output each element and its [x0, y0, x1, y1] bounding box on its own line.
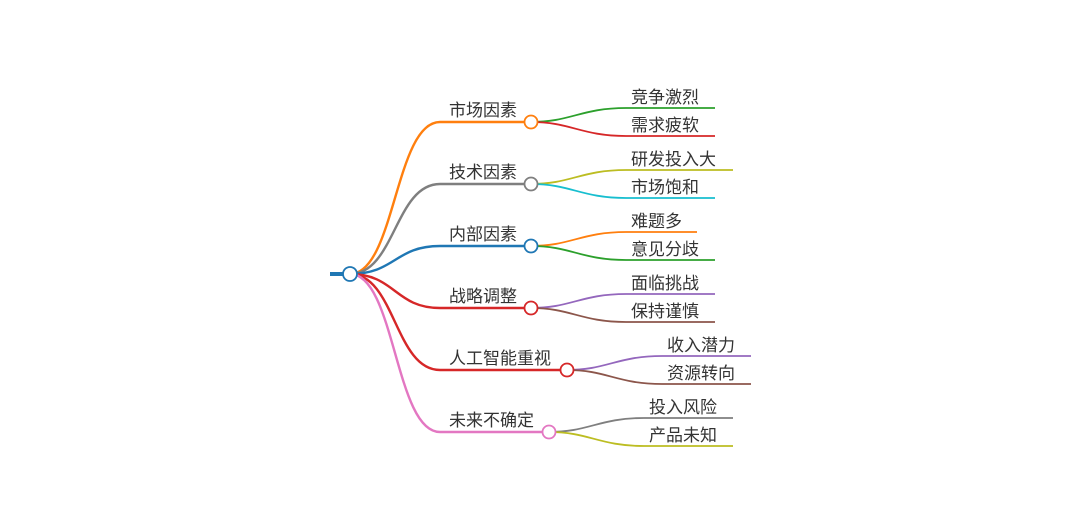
- branch-node-toggle[interactable]: [523, 176, 539, 192]
- branch-label[interactable]: 市场因素: [449, 101, 517, 121]
- branch-label[interactable]: 技术因素: [449, 163, 517, 183]
- branch-node-toggle[interactable]: [559, 362, 575, 378]
- branch-edge: [349, 120, 524, 276]
- leaf-edge: [530, 307, 715, 323]
- leaf-label[interactable]: 难题多: [631, 212, 682, 232]
- branch-edge: [349, 244, 524, 276]
- branch-node-toggle[interactable]: [523, 114, 539, 130]
- leaf-edge: [566, 369, 751, 385]
- leaf-edge: [530, 293, 715, 309]
- root-node[interactable]: [342, 266, 358, 282]
- leaf-label[interactable]: 市场饱和: [631, 178, 699, 198]
- leaf-label[interactable]: 需求疲软: [631, 116, 699, 136]
- leaf-edge: [530, 169, 733, 185]
- branch-edge: [349, 272, 542, 434]
- leaf-edge: [530, 107, 715, 123]
- leaf-edge: [530, 231, 697, 247]
- leaf-label[interactable]: 面临挑战: [631, 274, 699, 294]
- branch-label[interactable]: 人工智能重视: [449, 349, 551, 369]
- leaf-label[interactable]: 收入潜力: [667, 336, 735, 356]
- branch-label[interactable]: 战略调整: [449, 287, 517, 307]
- branch-label[interactable]: 内部因素: [449, 225, 517, 245]
- branch-label[interactable]: 未来不确定: [449, 411, 534, 431]
- branch-node-toggle[interactable]: [523, 238, 539, 254]
- branch-edge: [349, 272, 560, 372]
- branch-node-toggle[interactable]: [541, 424, 557, 440]
- leaf-label[interactable]: 保持谨慎: [631, 302, 699, 322]
- leaf-edge: [530, 245, 715, 261]
- leaf-label[interactable]: 意见分歧: [631, 240, 699, 260]
- leaf-label[interactable]: 研发投入大: [631, 150, 716, 170]
- leaf-edge: [530, 183, 715, 199]
- leaf-label[interactable]: 产品未知: [649, 426, 717, 446]
- leaf-label[interactable]: 资源转向: [667, 364, 735, 384]
- leaf-label[interactable]: 投入风险: [649, 398, 717, 418]
- leaf-edge: [530, 121, 715, 137]
- leaf-edge: [548, 417, 733, 433]
- leaf-edge: [548, 431, 733, 447]
- leaf-label[interactable]: 竞争激烈: [631, 88, 699, 108]
- leaf-edge: [566, 355, 751, 371]
- branch-edge: [349, 182, 524, 276]
- branch-edge: [349, 272, 524, 310]
- branch-node-toggle[interactable]: [523, 300, 539, 316]
